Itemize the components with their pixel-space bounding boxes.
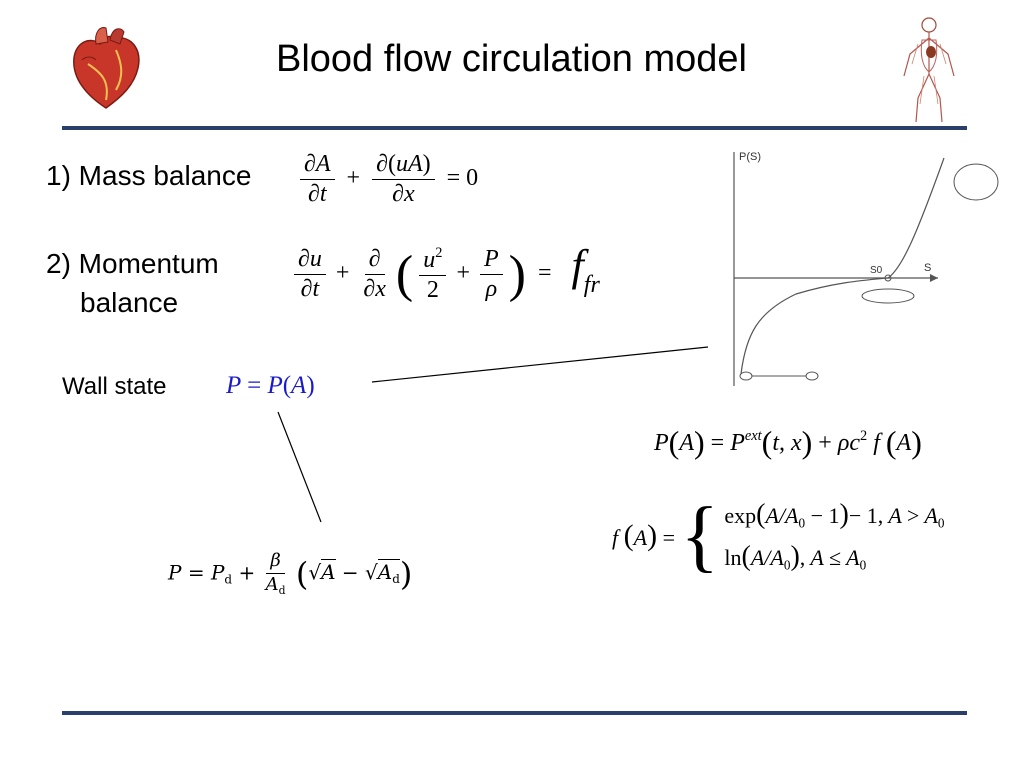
graph-y-axis-label: P(S) xyxy=(739,151,761,163)
momentum-balance-label-line2: balance xyxy=(80,287,179,318)
piecewise-case-exp: exp(A/A0 − 1)− 1, A > A0 xyxy=(724,499,945,531)
bottom-divider xyxy=(62,711,967,715)
graph-x-axis-label: S xyxy=(924,262,931,274)
momentum-balance-label-line1: 2) Momentum xyxy=(46,248,219,279)
graph-point-label: S0 xyxy=(870,265,883,276)
pressure-area-equation: P(A) = Pext(t, x) + ρc2 f (A) xyxy=(654,424,922,460)
mass-balance-equation: ∂A∂t + ∂(uA)∂x = 0 xyxy=(300,151,478,207)
mass-balance-label: 1) Mass balance xyxy=(46,160,252,191)
pressure-area-graph: P(S) S S0 xyxy=(706,144,1006,389)
piecewise-case-ln: ln(A/A0), A ≤ A0 xyxy=(724,541,867,573)
wall-state-label: Wall state xyxy=(62,373,167,400)
heart-icon xyxy=(66,20,146,115)
wall-state-equation: P = P(A) xyxy=(226,372,315,399)
page-title: Blood flow circulation model xyxy=(275,38,747,80)
piecewise-function: f (A) = { exp(A/A0 − 1)− 1, A > A0 ln(A/… xyxy=(612,492,945,580)
circulatory-system-icon xyxy=(898,14,960,126)
top-divider xyxy=(62,126,967,130)
